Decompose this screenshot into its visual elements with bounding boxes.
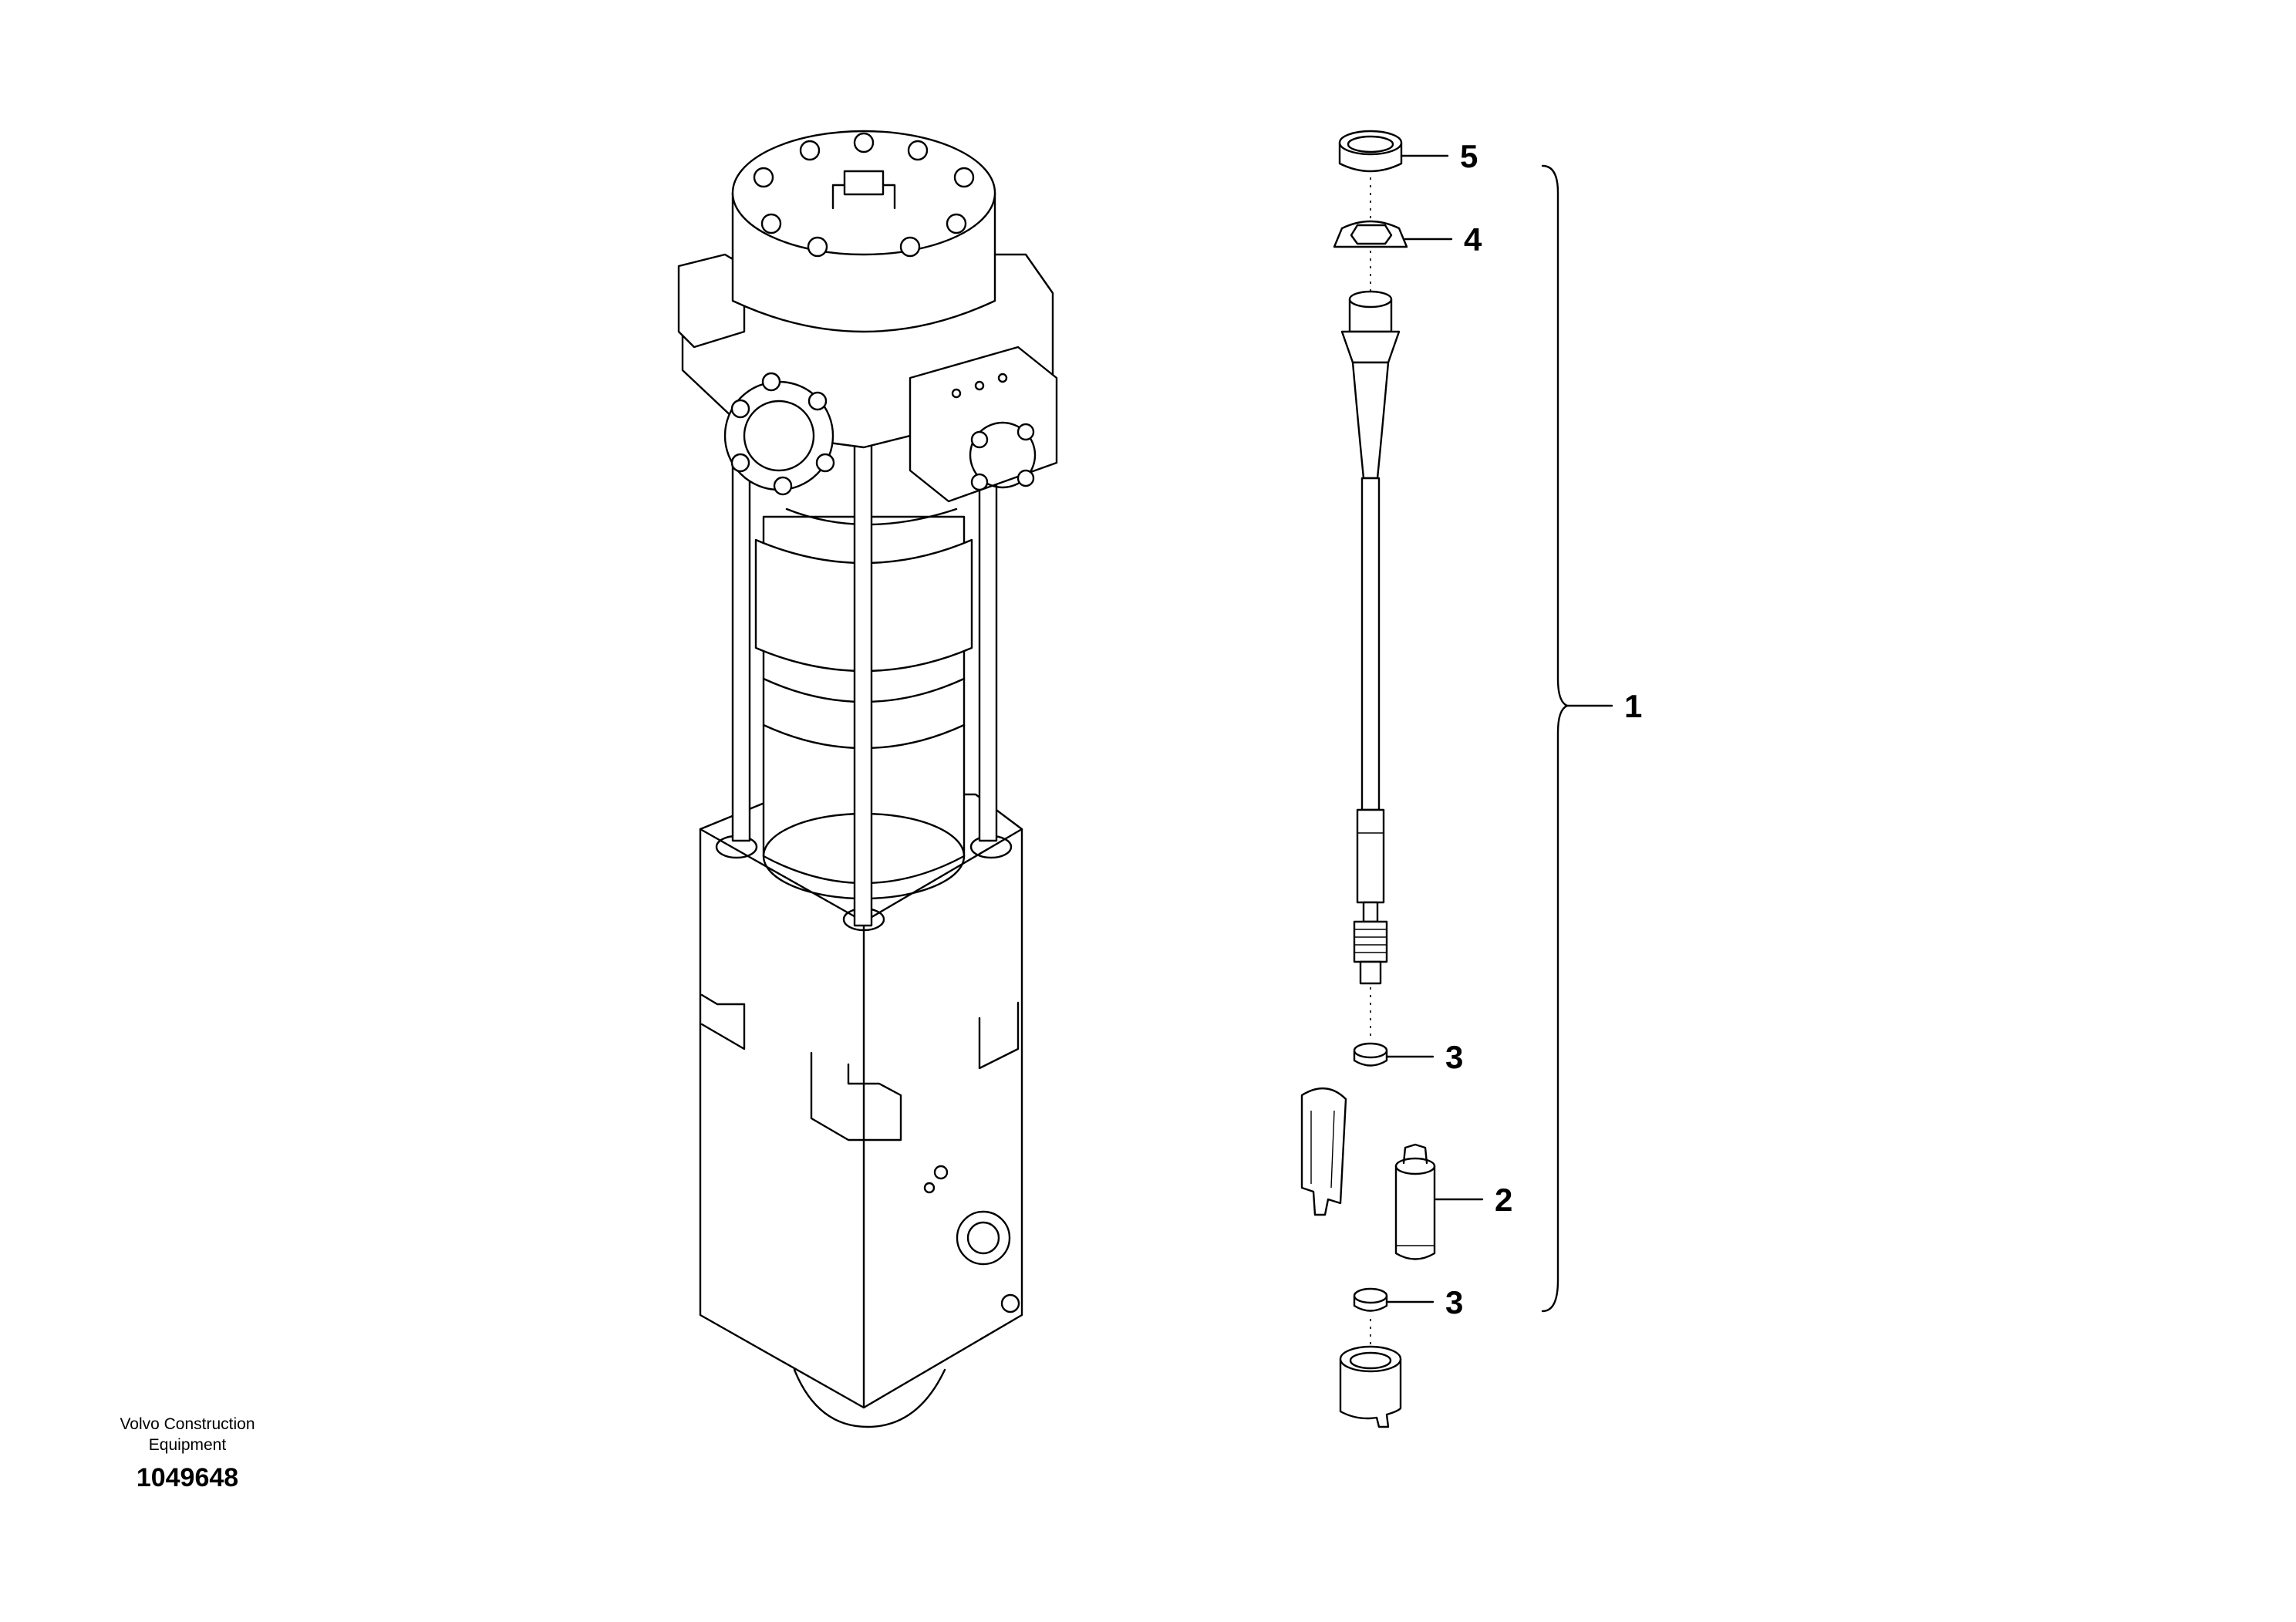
rod bbox=[1340, 290, 1401, 985]
callout-3-lower: 3 bbox=[1445, 1284, 1463, 1320]
callout-5: 5 bbox=[1460, 138, 1478, 174]
part-4-washer bbox=[1333, 220, 1408, 248]
part-2-sleeve bbox=[1394, 1143, 1436, 1260]
part-3-clip-upper bbox=[1353, 1042, 1388, 1067]
callout-4: 4 bbox=[1464, 221, 1482, 258]
part-5-ring bbox=[1338, 130, 1403, 173]
split-sleeve bbox=[1300, 1087, 1347, 1216]
leader-lines bbox=[1385, 154, 1613, 1303]
callout-3-upper: 3 bbox=[1445, 1039, 1463, 1075]
bushing bbox=[1339, 1345, 1402, 1428]
kit-brace bbox=[1541, 164, 1569, 1313]
breaker-assembly bbox=[677, 130, 1058, 1428]
callout-1: 1 bbox=[1624, 688, 1642, 724]
callout-2: 2 bbox=[1495, 1182, 1512, 1218]
maker-line-1: Volvo Construction bbox=[120, 1415, 255, 1433]
figure-number: 1049648 bbox=[137, 1463, 238, 1492]
maker-line-2: Equipment bbox=[149, 1436, 227, 1454]
part-3-clip-lower bbox=[1353, 1287, 1388, 1312]
